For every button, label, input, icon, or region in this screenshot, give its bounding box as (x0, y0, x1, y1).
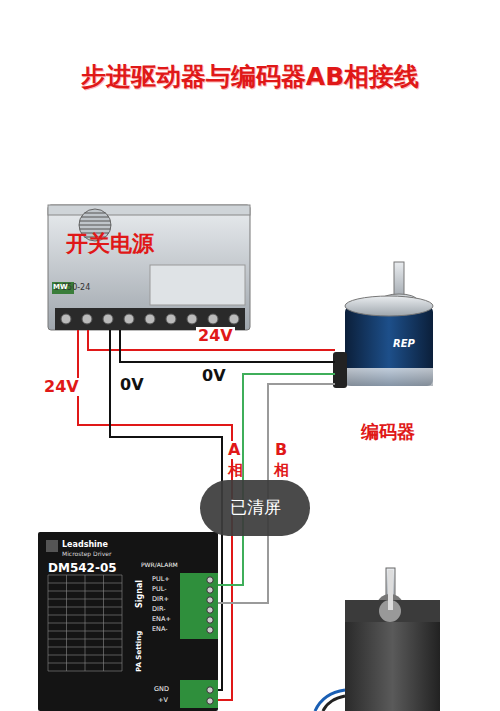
wire-label: 0V (118, 376, 146, 394)
fan-grille (81, 217, 109, 218)
pin-name: +V (158, 697, 168, 704)
pin-name: ENA+ (152, 616, 171, 623)
brand-logo: MW (53, 284, 68, 292)
node-text: Microstep Driver (62, 551, 112, 558)
illustration-part (46, 540, 58, 552)
fan-grille (84, 213, 105, 214)
illustration-part (48, 205, 250, 215)
illustration-part (345, 306, 433, 386)
screen-overlay: 已清屏 (200, 480, 310, 536)
terminal-screw (103, 314, 113, 324)
illustration-part (48, 205, 250, 330)
driver-drawing (38, 532, 218, 711)
terminal-screw (208, 314, 218, 324)
illustration-part (61, 314, 239, 324)
illustration-part (48, 575, 122, 671)
table-line (103, 575, 104, 671)
terminal-screw (229, 314, 239, 324)
section-label: Signal (136, 580, 145, 608)
panel-label: PWR/ALARM (141, 562, 178, 569)
terminal-screw (145, 314, 155, 324)
section-label: PA Setting (136, 631, 144, 672)
fan-grille (80, 221, 111, 222)
terminal-screw (61, 314, 71, 324)
stepper-motor-drawing (315, 568, 440, 711)
phase-label: 相 (228, 462, 243, 479)
terminal-screw (207, 687, 213, 693)
stepper-driver: LeadshineMicrostep DriverDM542-05 (38, 532, 218, 711)
illustration-part (333, 352, 347, 388)
node-heading: 已清屏 (230, 498, 281, 518)
wire-label: 24V (42, 378, 81, 396)
illustration-part (180, 680, 218, 708)
illustration-part (38, 532, 218, 711)
wire-label: B (273, 441, 289, 459)
wire-label: 0V (200, 367, 228, 385)
phase-label: 相 (274, 462, 289, 479)
diagram-title: 步进驱动器与编码器AB相接线 (0, 60, 500, 93)
terminal-screw (82, 314, 92, 324)
wire-label: A (226, 441, 242, 459)
node-heading: Leadshine (62, 540, 108, 549)
illustration-part (388, 570, 393, 610)
terminal-screw (207, 698, 213, 704)
terminal-screw (207, 597, 213, 603)
pin-name: DIR+ (152, 596, 169, 603)
illustration-part (207, 577, 213, 704)
terminal-screw (207, 587, 213, 593)
table-line (85, 575, 86, 671)
wire-label: 24V (196, 327, 235, 345)
power-supply: 开关电源S-350-24 (48, 205, 250, 330)
terminal-screw (207, 607, 213, 613)
table-line (48, 575, 49, 671)
terminal-screw (124, 314, 134, 324)
illustration-part (315, 690, 345, 711)
terminal-screw (207, 577, 213, 583)
illustration-part (180, 573, 218, 639)
illustration-part (323, 696, 345, 711)
illustration-part (150, 265, 245, 305)
encoder: REP编码器 (335, 268, 435, 398)
terminal-screw (207, 617, 213, 623)
illustration-part (345, 600, 440, 711)
terminal-screw (187, 314, 197, 324)
table-line (122, 575, 123, 671)
table-line (66, 575, 67, 671)
pin-name: GND (154, 686, 169, 693)
fan-grille (79, 225, 111, 226)
node-heading: 开关电源 (66, 231, 154, 256)
illustration-part (345, 296, 433, 316)
pin-name: PUL+ (152, 576, 170, 583)
terminal-screw (166, 314, 176, 324)
pin-name: PUL- (152, 586, 167, 593)
pin-name: DIR- (152, 606, 166, 613)
node-text: DM542-05 (48, 562, 117, 576)
power-supply-drawing (48, 205, 250, 330)
pin-name: ENA- (152, 626, 168, 633)
illustration-part (345, 368, 433, 386)
node-heading: REP (393, 338, 415, 350)
terminal-screw (207, 627, 213, 633)
fan-grille (80, 229, 111, 230)
node-text: 编码器 (361, 422, 415, 443)
encoder-drawing (333, 262, 433, 388)
